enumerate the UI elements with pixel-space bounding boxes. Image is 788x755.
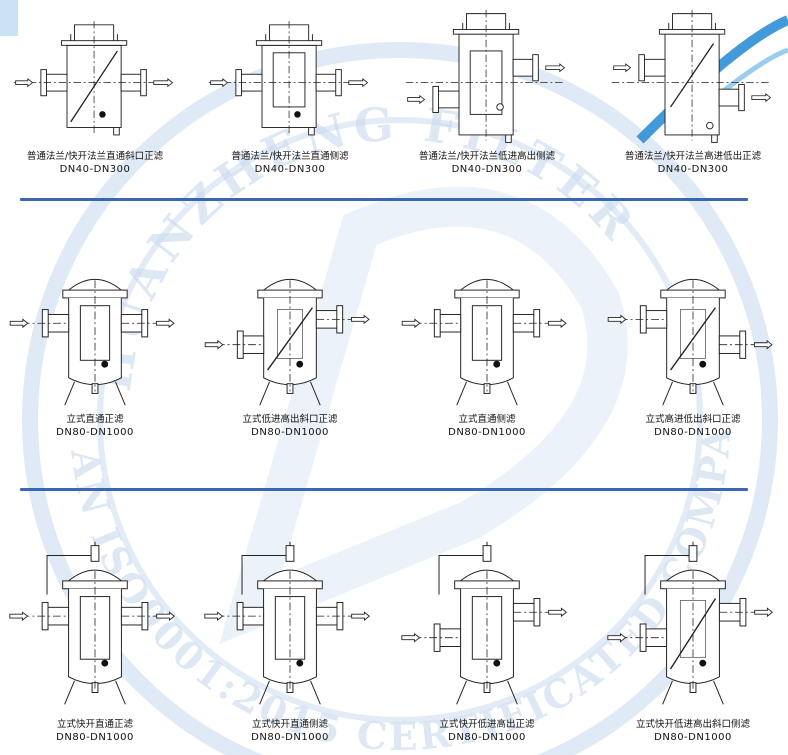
filter-item: 立式直通正滤 DN80-DN1000 <box>0 255 190 441</box>
filter-item: 立式快开直通正滤 DN80-DN1000 <box>0 530 190 746</box>
filter-caption: 立式快开直通正滤 DN80-DN1000 <box>0 718 190 744</box>
filter-caption: 普通法兰/快开法兰直通侧滤 DN40-DN300 <box>195 150 385 176</box>
filter-item: 立式直通侧滤 DN80-DN1000 <box>392 255 582 441</box>
filter-size-range: DN80-DN1000 <box>448 732 526 743</box>
filter-type-label: 普通法兰/快开法兰高进低出正滤 <box>624 151 762 162</box>
filter-caption: 立式低进高出斜口正滤 DN80-DN1000 <box>195 413 385 439</box>
filter-size-range: DN80-DN1000 <box>251 427 329 438</box>
row-divider-2 <box>20 488 748 491</box>
filter-item: 立式快开低进高出正滤 DN80-DN1000 <box>392 530 582 746</box>
row-divider-1 <box>20 198 748 201</box>
filter-caption: 立式快开低进高出正滤 DN80-DN1000 <box>392 718 582 744</box>
filter-diagram <box>9 278 175 406</box>
filter-caption: 立式快开低进高出斜口侧滤 DN80-DN1000 <box>598 718 788 744</box>
filter-item: 普通法兰/快开法兰低进高出侧滤 DN40-DN300 <box>392 8 582 178</box>
filter-type-label: 立式直通侧滤 <box>458 414 516 425</box>
filter-size-range: DN40-DN300 <box>59 164 131 175</box>
filter-size-range: DN40-DN300 <box>254 164 326 175</box>
filter-item: 普通法兰/快开法兰高进低出正滤 DN40-DN300 <box>598 8 788 178</box>
filter-diagram <box>204 278 370 406</box>
filter-size-range: DN80-DN1000 <box>448 427 526 438</box>
filter-type-label: 立式快开低进高出正滤 <box>439 719 535 730</box>
filter-diagram <box>208 21 369 136</box>
filter-type-label: 立式高进低出斜口正滤 <box>645 414 741 425</box>
filter-caption: 立式直通正滤 DN80-DN1000 <box>0 413 190 439</box>
filter-size-range: DN80-DN1000 <box>56 732 134 743</box>
filter-size-range: DN40-DN300 <box>451 164 523 175</box>
filter-size-range: DN80-DN1000 <box>251 732 329 743</box>
filter-type-label: 立式快开直通正滤 <box>56 719 133 730</box>
filter-size-range: DN80-DN1000 <box>56 427 134 438</box>
filter-item: 普通法兰/快开法兰直通侧滤 DN40-DN300 <box>195 8 385 178</box>
filter-item: 普通法兰/快开法兰直通斜口正滤 DN40-DN300 <box>0 8 190 178</box>
filter-type-label: 立式直通正滤 <box>66 414 124 425</box>
filter-diagram <box>204 541 370 705</box>
filter-item: 立式低进高出斜口正滤 DN80-DN1000 <box>195 255 385 441</box>
filter-type-label: 普通法兰/快开法兰直通斜口正滤 <box>26 151 164 162</box>
corner-mark <box>0 0 18 36</box>
filter-diagram <box>607 278 773 406</box>
filter-diagram <box>607 541 773 705</box>
filter-caption: 普通法兰/快开法兰低进高出侧滤 DN40-DN300 <box>392 150 582 176</box>
filter-diagram <box>9 541 175 705</box>
filter-caption: 立式直通侧滤 DN80-DN1000 <box>392 413 582 439</box>
filter-type-label: 普通法兰/快开法兰直通侧滤 <box>231 151 349 162</box>
filter-item: 立式快开低进高出斜口侧滤 DN80-DN1000 <box>598 530 788 746</box>
filter-size-range: DN80-DN1000 <box>654 732 732 743</box>
filter-item: 立式快开直通侧滤 DN80-DN1000 <box>195 530 385 746</box>
filter-type-label: 立式低进高出斜口正滤 <box>242 414 338 425</box>
filter-diagram <box>401 278 567 406</box>
filter-type-label: 立式快开直通侧滤 <box>251 719 328 730</box>
filter-caption: 立式快开直通侧滤 DN80-DN1000 <box>195 718 385 744</box>
filter-size-range: DN80-DN1000 <box>654 427 732 438</box>
filter-type-label: 立式快开低进高出斜口侧滤 <box>635 719 750 730</box>
filter-item: 立式高进低出斜口正滤 DN80-DN1000 <box>598 255 788 441</box>
filter-diagram <box>13 21 174 136</box>
filter-type-label: 普通法兰/快开法兰低进高出侧滤 <box>418 151 556 162</box>
filter-diagram <box>401 541 567 705</box>
filter-diagram <box>405 9 566 143</box>
filter-diagram <box>611 9 772 143</box>
filter-caption: 普通法兰/快开法兰直通斜口正滤 DN40-DN300 <box>0 150 190 176</box>
filter-caption: 立式高进低出斜口正滤 DN80-DN1000 <box>598 413 788 439</box>
filter-caption: 普通法兰/快开法兰高进低出正滤 DN40-DN300 <box>598 150 788 176</box>
filter-size-range: DN40-DN300 <box>657 164 729 175</box>
